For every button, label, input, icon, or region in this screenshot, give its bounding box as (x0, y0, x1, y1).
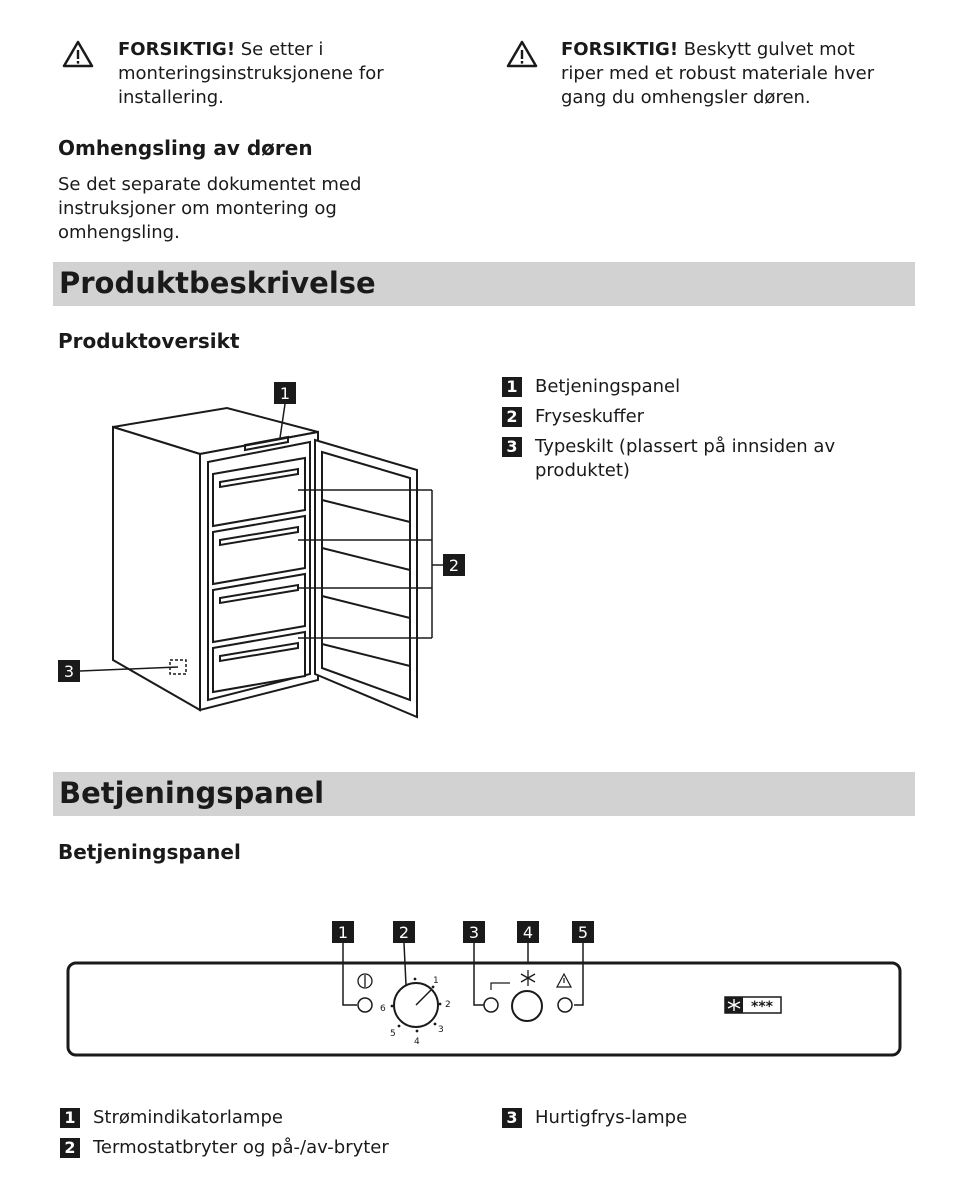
dial-number: 3 (438, 1025, 444, 1035)
legend-item: 2 Termostatbryter og på-/av-bryter (60, 1136, 460, 1160)
panel-subtitle: Betjeningspanel (58, 840, 241, 864)
fast-freeze-lamp (483, 997, 499, 1013)
panel-callout-1: 1 (338, 923, 348, 942)
panel-callout-2: 2 (399, 923, 409, 942)
door-section-body: Se det separate dokumentet med instruksj… (58, 174, 362, 243)
panel-section-bar: Betjeningspanel (53, 772, 915, 816)
product-legend: 1 Betjeningspanel 2 Fryseskuffer 3 Types… (502, 375, 862, 489)
legend-item: 1 Strømindikatorlampe (60, 1106, 460, 1130)
dial-number: 2 (445, 1000, 451, 1010)
alarm-lamp (557, 997, 573, 1013)
callout-3: 3 (64, 662, 74, 681)
warning-floor: FORSIKTIG! Beskytt gulvet mot riper med … (561, 39, 875, 108)
warning-triangle-icon (62, 40, 94, 68)
star-rating-badge: *** (724, 996, 782, 1015)
callout-1: 1 (280, 384, 290, 403)
legend-item: 2 Fryseskuffer (502, 405, 862, 429)
dial-number: 5 (390, 1029, 396, 1039)
snowflake-icon (520, 970, 536, 986)
panel-callout-3: 3 (469, 923, 479, 942)
fast-freeze-button[interactable] (511, 990, 543, 1022)
freezer-illustration: 1 2 3 (58, 382, 465, 719)
panel-callout-5: 5 (578, 923, 588, 942)
product-section-bar: Produktbeskrivelse (53, 262, 915, 306)
warning-install: FORSIKTIG! Se etter i monteringsinstruks… (118, 39, 384, 108)
door-section-title: Omhengsling av døren (58, 136, 313, 160)
star-label: *** (751, 999, 774, 1015)
dial-number: 6 (380, 1004, 386, 1014)
panel-legend-right: 3 Hurtigfrys-lampe (502, 1106, 862, 1136)
product-section-title: Produktbeskrivelse (59, 266, 376, 300)
panel-section-title: Betjeningspanel (59, 776, 325, 810)
dial-number: 1 (433, 976, 439, 986)
power-indicator-lamp (357, 997, 373, 1013)
dial-number: 4 (414, 1037, 420, 1047)
legend-item: 3 Typeskilt (plassert på innsiden av pro… (502, 435, 862, 483)
alarm-triangle-icon (555, 972, 573, 988)
product-overview-title: Produktoversikt (58, 329, 240, 353)
warning-triangle-icon (506, 40, 538, 68)
panel-legend-left: 1 Strømindikatorlampe 2 Termostatbryter … (60, 1106, 460, 1166)
legend-item: 1 Betjeningspanel (502, 375, 862, 399)
panel-callout-4: 4 (523, 923, 533, 942)
legend-item: 3 Hurtigfrys-lampe (502, 1106, 862, 1130)
control-panel-illustration: 1 2 3 4 5 1 2 3 4 5 6 (66, 921, 902, 1057)
callout-2: 2 (449, 556, 459, 575)
power-icon (357, 973, 373, 989)
